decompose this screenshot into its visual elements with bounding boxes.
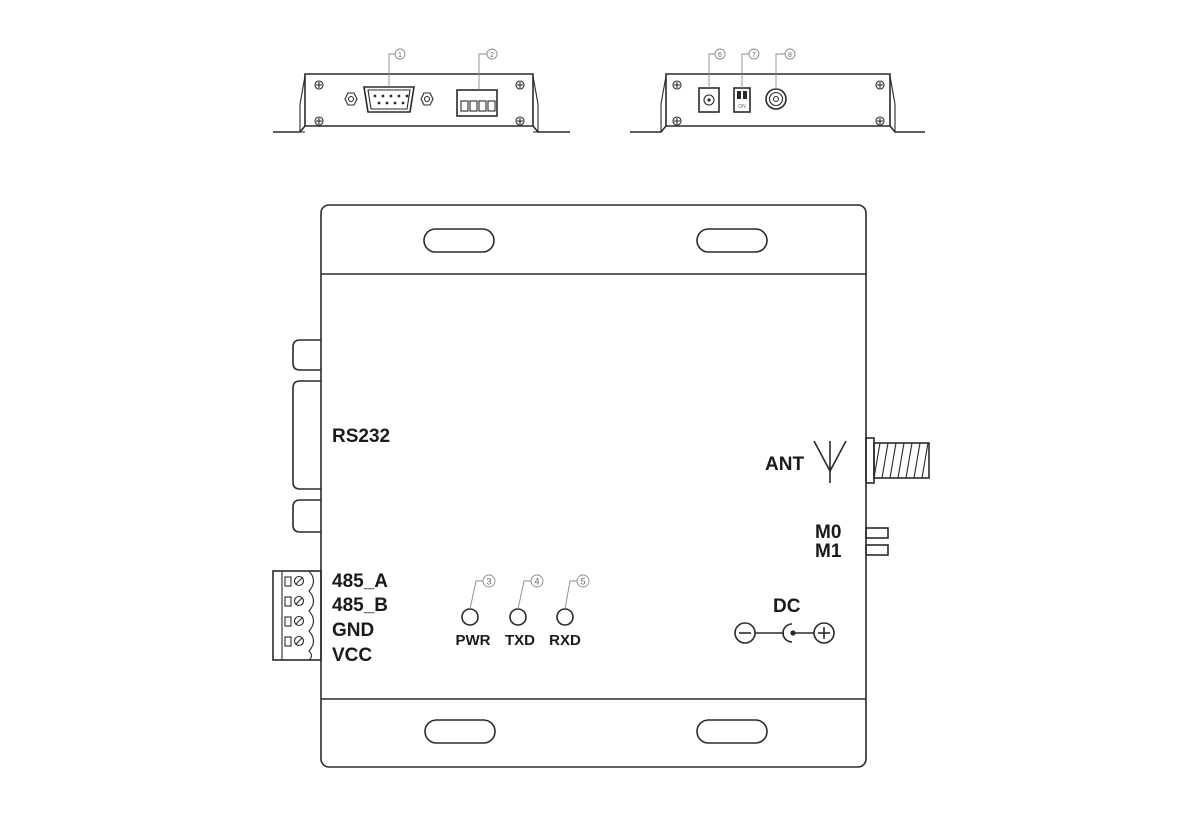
- screw-icon: [875, 116, 885, 126]
- dc-polarity-icon: [734, 622, 835, 644]
- led-label: RXD: [549, 632, 581, 649]
- db9-connector: [344, 86, 434, 113]
- terminal-label: 485_B: [332, 595, 388, 616]
- ant-label: ANT: [765, 454, 804, 475]
- callout-1: 1: [388, 48, 406, 87]
- svg-text:8: 8: [788, 52, 792, 59]
- screw-icon: [875, 80, 885, 90]
- mounting-slot: [696, 228, 768, 253]
- screw-icon: [314, 80, 324, 90]
- sma-antenna-connector: [865, 437, 930, 484]
- terminal-block: [272, 570, 322, 661]
- callout-8: 8: [775, 48, 796, 89]
- mode-switch: [865, 527, 889, 556]
- rear-end-view: ON 6 7 8: [630, 48, 925, 133]
- sma-connector: [765, 88, 787, 110]
- device-body: [320, 204, 867, 768]
- screw-icon: [672, 80, 682, 90]
- svg-text:2: 2: [490, 52, 494, 59]
- screw-icon: [515, 80, 525, 90]
- m0-label: M0: [815, 522, 841, 543]
- svg-text:ON: ON: [738, 104, 746, 110]
- svg-text:7: 7: [752, 52, 756, 59]
- callout-7: 7: [741, 48, 760, 88]
- led-label: TXD: [505, 632, 535, 649]
- mounting-slot: [424, 719, 496, 744]
- dip-switch: ON: [733, 87, 751, 113]
- callout-2: 2: [478, 48, 498, 90]
- antenna-icon: [813, 440, 847, 483]
- led-txd: 4: [509, 574, 544, 626]
- dc-jack: [698, 87, 720, 113]
- svg-text:6: 6: [718, 52, 722, 59]
- rs232-connector: [292, 339, 321, 533]
- rs232-label: RS232: [332, 426, 390, 447]
- led-rxd: 5: [556, 574, 590, 626]
- terminal-label: GND: [332, 620, 374, 641]
- led-label: PWR: [456, 632, 491, 649]
- m1-label: M1: [815, 541, 842, 562]
- svg-text:3: 3: [486, 577, 491, 587]
- screw-icon: [515, 116, 525, 126]
- screw-icon: [314, 116, 324, 126]
- svg-text:1: 1: [398, 52, 402, 59]
- svg-text:4: 4: [534, 577, 539, 587]
- terminal-block-end: [456, 89, 498, 117]
- led-pwr: 3: [461, 574, 496, 626]
- mounting-slot: [423, 228, 495, 253]
- front-end-view: 1 2: [273, 48, 570, 133]
- callout-6: 6: [708, 48, 726, 88]
- terminal-label: VCC: [332, 645, 372, 666]
- terminal-label: 485_A: [332, 571, 388, 592]
- svg-text:5: 5: [580, 577, 585, 587]
- dc-label: DC: [773, 596, 801, 617]
- screw-icon: [672, 116, 682, 126]
- mounting-slot: [696, 719, 768, 744]
